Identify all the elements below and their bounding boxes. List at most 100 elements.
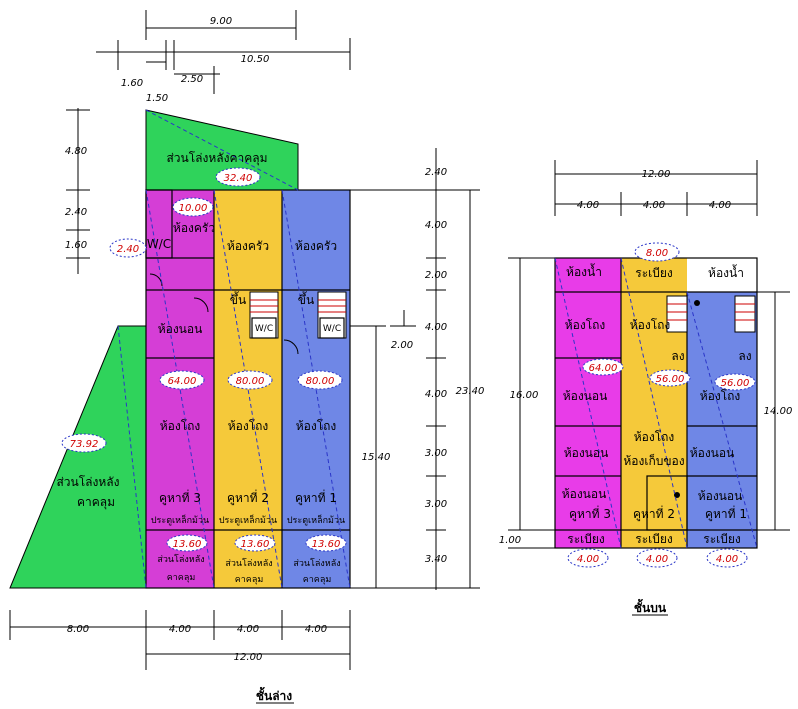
bedroom3-label: ห้องนอน	[158, 322, 203, 336]
upper-hall2-label: ห้องโถง	[630, 318, 671, 332]
dim-2-4-left: 2.40	[65, 207, 87, 218]
front3-label-1: ส่วนโล่งหลัง	[157, 554, 204, 565]
upper-down1-label: ลง	[738, 349, 751, 363]
dim-2-r1: 2.00	[425, 270, 447, 281]
kitchen1-label: ห้องครัว	[295, 239, 337, 253]
upper-bed1b-label: ห้องนอน	[698, 489, 743, 503]
upper-floor-title: ชั้นบน	[634, 598, 667, 615]
door2-label: ประตูเหล็กม้วน	[219, 513, 277, 526]
stair-up1-label: ขึ้น	[298, 291, 314, 307]
dim-3-r2: 3.00	[425, 499, 447, 510]
dim-10-5: 10.50	[241, 54, 270, 65]
upper-top-balcony-area: 8.00	[646, 248, 668, 259]
upper-dimensions: 12.00 4.00 4.00 4.00 16.00 1.00 14.00	[499, 160, 793, 549]
dim-1-5: 1.50	[146, 93, 168, 104]
upper-dim-12: 12.00	[642, 169, 671, 180]
dim-9: 9.00	[210, 16, 232, 27]
dim-4-r1: 4.00	[425, 220, 447, 231]
upper-b1-area: 4.00	[716, 554, 738, 565]
door3-label: ประตูเหล็กม้วน	[151, 513, 209, 526]
wc2-label: W/C	[255, 324, 273, 334]
upper-unit3-label: คูหาที่ 3	[569, 505, 611, 522]
dim-1-6: 1.60	[121, 78, 143, 89]
upper-balcony-top-label: ระเบียง	[635, 266, 673, 280]
ground-floor-title: ชั้นล่าง	[256, 686, 292, 703]
kitchen3-label: ห้องครัว	[173, 221, 215, 235]
hall2-label: ห้องโถง	[228, 419, 269, 433]
rear-roof-area-value: 32.40	[224, 173, 253, 184]
front1-label-1: ส่วนโล่งหลัง	[293, 558, 340, 569]
dim-4-b3: 4.00	[305, 624, 327, 635]
upper-b3-area: 4.00	[577, 554, 599, 565]
front2-label-2: คาคลุม	[235, 575, 264, 585]
front1-area-value: 13.60	[312, 539, 341, 550]
side-roof-area-value: 73.92	[70, 439, 99, 450]
dim-3-r1: 3.00	[425, 448, 447, 459]
dim-4-b2: 4.00	[237, 624, 259, 635]
upper-balcony1-label: ระเบียง	[703, 532, 741, 546]
dim-4-8: 4.80	[65, 146, 87, 157]
upper-u1-area: 56.00	[721, 378, 750, 389]
unit2-label: คูหาที่ 2	[227, 489, 269, 506]
kitchen3-area-value: 10.00	[179, 203, 208, 214]
hall3-label: ห้องโถง	[160, 419, 201, 433]
rear-roof-label: ส่วนโล่งหลังคาคลุม	[166, 151, 267, 166]
stair-up2-label: ขึ้น	[230, 291, 246, 307]
front2-area-value: 13.60	[241, 539, 270, 550]
upper-dim-4b: 4.00	[643, 200, 665, 211]
dim-4-r2: 4.00	[425, 322, 447, 333]
upper-storage2-label: ห้องเก็บของ	[623, 453, 684, 468]
dim-2-4-right: 2.40	[425, 167, 447, 178]
upper-bath1-label: ห้องน้ำ	[708, 264, 744, 280]
upper-floor-plan: 8.00 ห้องน้ำ ระเบียง ห้องน้ำ ห้องโถง ห้อ…	[499, 160, 793, 616]
dim-2-r2: 2.00	[391, 340, 413, 351]
unit3-area-value: 64.00	[168, 376, 197, 387]
upper-balcony2-label: ระเบียง	[635, 532, 673, 546]
upper-dim-16: 16.00	[510, 390, 539, 401]
dim-3-4: 3.40	[425, 554, 447, 565]
upper-hall2b-label: ห้องโถง	[634, 430, 675, 444]
upper-u3-area: 64.00	[589, 363, 618, 374]
ground-floor-plan: ส่วนโล่งหลังคาคลุม 32.40 10.00 ห้องครัว …	[9, 10, 485, 704]
upper-dim-4a: 4.00	[577, 200, 599, 211]
upper-unit1-label: คูหาที่ 1	[705, 505, 747, 522]
unit1-area-value: 80.00	[306, 376, 335, 387]
upper-dim-14: 14.00	[764, 406, 793, 417]
kitchen2-label: ห้องครัว	[227, 239, 269, 253]
ground-outline	[145, 189, 351, 589]
upper-hall1-label: ห้องโถง	[700, 389, 741, 403]
dim-15-4: 15.40	[362, 452, 391, 463]
ground-dimensions: 9.00 10.50 1.60 2.50 1.50 4.80 2.40 1.60	[9, 10, 485, 670]
upper-down2-label: ลง	[671, 349, 684, 363]
upper-balcony3-label: ระเบียง	[567, 532, 605, 546]
upper-dim-1: 1.00	[499, 535, 521, 546]
unit3-label: คูหาที่ 3	[159, 489, 201, 506]
dim-4-b1: 4.00	[169, 624, 191, 635]
wc1-label: W/C	[323, 324, 341, 334]
upper-bed3b-label: ห้องนอน	[564, 446, 609, 460]
upper-bed3c-label: ห้องนอน	[562, 487, 607, 501]
unit1-label: คูหาที่ 1	[295, 489, 337, 506]
dim-23-4: 23.40	[456, 386, 485, 397]
wc-area-value: 2.40	[117, 244, 139, 255]
upper-bed1a-label: ห้องนอน	[690, 446, 735, 460]
dim-8: 8.00	[67, 624, 89, 635]
door1-label: ประตูเหล็กม้วน	[287, 513, 345, 526]
front1-label-2: คาคลุม	[303, 575, 332, 585]
upper-b2-area: 4.00	[646, 554, 668, 565]
upper-dim-4c: 4.00	[709, 200, 731, 211]
upper-hall3-label: ห้องโถง	[565, 318, 606, 332]
side-roof-label-2: คาคลุม	[77, 495, 115, 510]
front3-area-value: 13.60	[173, 539, 202, 550]
unit2-area-value: 80.00	[236, 376, 265, 387]
wc-left-label: W/C	[147, 237, 171, 251]
upper-unit2-label: คูหาที่ 2	[633, 505, 675, 522]
front2-label-1: ส่วนโล่งหลัง	[225, 558, 272, 569]
side-roof-label-1: ส่วนโล่งหลัง	[56, 475, 119, 489]
hall1-label: ห้องโถง	[296, 419, 337, 433]
front3-label-2: คาคลุม	[167, 573, 196, 583]
dim-4-r3: 4.00	[425, 389, 447, 400]
upper-bath3-label: ห้องน้ำ	[566, 263, 602, 279]
dim-2-5: 2.50	[181, 74, 203, 85]
